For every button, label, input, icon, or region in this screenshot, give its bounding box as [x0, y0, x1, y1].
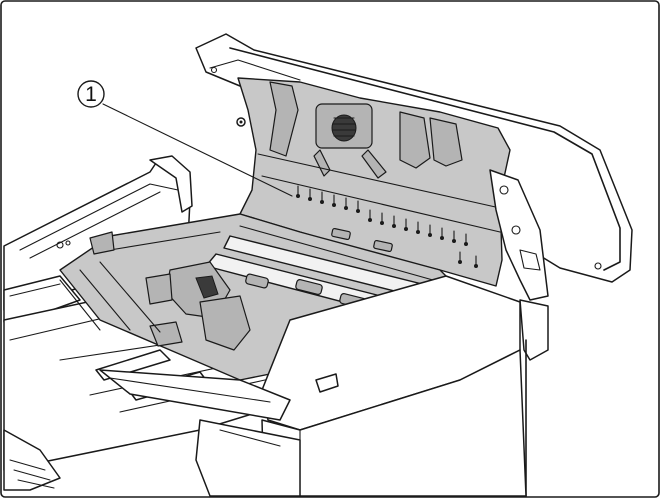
lid-ribs	[297, 185, 477, 265]
callout-1-label: 1	[85, 83, 97, 106]
scanner-front-body	[261, 275, 527, 497]
callout-1-circle	[77, 80, 105, 108]
lid-rib-dots	[296, 194, 478, 268]
paper-guide-rails	[99, 369, 301, 497]
callout-1: 1	[77, 80, 293, 197]
separation-roller	[313, 103, 387, 179]
callout-1-leader	[102, 103, 293, 197]
scanner-right-side	[489, 169, 549, 497]
lower-roller-cluster	[89, 231, 251, 351]
document-feed-tray	[3, 155, 193, 323]
